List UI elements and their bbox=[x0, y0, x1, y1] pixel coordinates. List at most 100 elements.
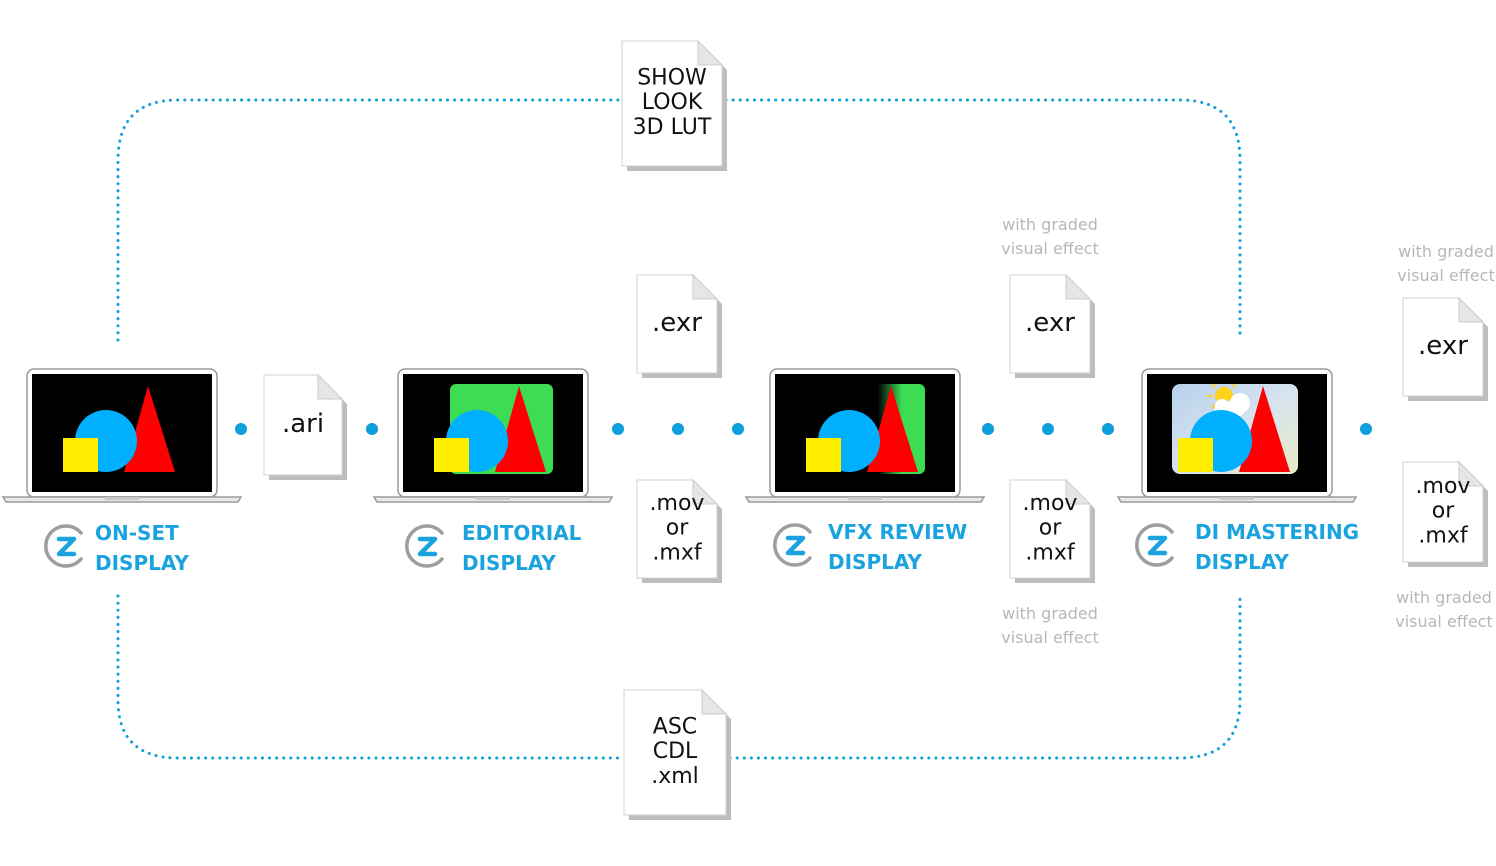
station-3: DI MASTERING DISPLAY bbox=[1135, 520, 1359, 574]
connector-dot bbox=[672, 423, 684, 435]
file-fold bbox=[1458, 296, 1485, 323]
display-laptops bbox=[1, 368, 1358, 503]
station-2: VFX REVIEW DISPLAY bbox=[773, 520, 967, 574]
station-0: ON-SET DISPLAY bbox=[44, 521, 189, 575]
note-line: with graded bbox=[1002, 215, 1098, 234]
file-label: or bbox=[666, 516, 689, 541]
station-label-line2: DISPLAY bbox=[462, 551, 556, 575]
file-page bbox=[621, 40, 723, 167]
file-label: .mov bbox=[650, 491, 705, 516]
z-logo-icon bbox=[44, 524, 83, 568]
file-label: or bbox=[1039, 516, 1062, 541]
file-label: .mxf bbox=[652, 540, 702, 565]
asc-cdl-loop bbox=[116, 594, 1242, 760]
square-shape bbox=[1178, 438, 1213, 472]
station-label-line2: DISPLAY bbox=[95, 551, 189, 575]
show-look-loop bbox=[116, 98, 1242, 342]
file-label: .exr bbox=[652, 308, 702, 338]
laptop-notch bbox=[476, 497, 510, 500]
station-label-line2: DISPLAY bbox=[828, 550, 922, 574]
file-fold bbox=[1065, 273, 1092, 300]
connector-dot bbox=[982, 423, 994, 435]
file-fold bbox=[692, 478, 719, 505]
graded-note: with graded visual effect bbox=[1395, 588, 1493, 631]
graded-notes: with graded visual effect with graded visua… bbox=[1001, 215, 1495, 647]
graded-note: with graded visual effect bbox=[1001, 604, 1099, 647]
file-label: or bbox=[1432, 499, 1455, 524]
laptop-di-mastering bbox=[1116, 368, 1358, 503]
file-fold bbox=[692, 273, 719, 300]
file-label: SHOW bbox=[637, 66, 707, 91]
connector-dot bbox=[235, 423, 247, 435]
file-exr: .exr bbox=[636, 273, 722, 378]
station-label-line1: DI MASTERING bbox=[1195, 520, 1359, 544]
file-label: .mov bbox=[1023, 491, 1078, 516]
z-logo-icon bbox=[773, 523, 812, 567]
square-shape bbox=[434, 438, 469, 472]
connector-dot bbox=[612, 423, 624, 435]
z-logo-icon bbox=[1135, 523, 1174, 567]
triangle-shape bbox=[1239, 386, 1290, 472]
laptop-notch bbox=[105, 497, 139, 500]
z-logo-icon bbox=[405, 524, 444, 568]
file-fold bbox=[1458, 460, 1485, 487]
note-line: visual effect bbox=[1395, 612, 1493, 631]
pipeline-connectors bbox=[235, 423, 1372, 435]
connector-dot bbox=[366, 423, 378, 435]
graded-note: with graded visual effect bbox=[1397, 242, 1495, 285]
triangle-shape bbox=[124, 386, 175, 472]
station-label-line1: ON-SET bbox=[95, 521, 179, 545]
file-fold bbox=[317, 373, 344, 400]
file-label: .mxf bbox=[1025, 540, 1075, 565]
file-page bbox=[1402, 461, 1484, 563]
note-line: visual effect bbox=[1001, 239, 1099, 258]
sun-cloud-icon bbox=[1207, 384, 1250, 420]
connector-dot bbox=[1042, 423, 1054, 435]
laptop-on-set bbox=[1, 368, 243, 503]
note-line: with graded bbox=[1398, 242, 1494, 261]
connector-dot bbox=[1102, 423, 1114, 435]
station-labels: ON-SET DISPLAY EDITORIAL DISPLAY VFX REVIEW D… bbox=[44, 520, 1359, 575]
file-ari: .ari bbox=[263, 373, 347, 480]
file-label: .exr bbox=[1418, 331, 1468, 361]
station-label-line1: EDITORIAL bbox=[462, 521, 582, 545]
file-exr: .exr bbox=[1009, 273, 1095, 378]
file-label: .mxf bbox=[1418, 523, 1468, 548]
note-line: visual effect bbox=[1001, 628, 1099, 647]
file-page bbox=[263, 374, 343, 476]
square-shape bbox=[63, 438, 98, 472]
note-line: with graded bbox=[1396, 588, 1492, 607]
file-label: ASC bbox=[653, 715, 697, 740]
graded-note: with graded visual effect bbox=[1001, 215, 1099, 258]
file-label: CDL bbox=[653, 739, 698, 764]
note-line: visual effect bbox=[1397, 266, 1495, 285]
laptop-notch bbox=[848, 497, 882, 500]
laptop-vfx-review bbox=[744, 368, 986, 503]
laptop-editorial bbox=[372, 368, 614, 503]
laptop-notch bbox=[1220, 497, 1254, 500]
file-label: LOOK bbox=[642, 90, 703, 115]
file-label: .xml bbox=[651, 764, 699, 789]
connector-dot bbox=[732, 423, 744, 435]
file-exr: .exr bbox=[1402, 296, 1488, 401]
triangle-shape bbox=[495, 386, 546, 472]
file-label: .exr bbox=[1025, 308, 1075, 338]
file-label: .ari bbox=[282, 409, 324, 439]
file-page bbox=[623, 689, 727, 816]
triangle-shape bbox=[867, 386, 918, 472]
file-label: 3D LUT bbox=[633, 115, 712, 140]
file-fold bbox=[701, 688, 728, 715]
station-label-line1: VFX REVIEW bbox=[828, 520, 967, 544]
connector-dot bbox=[1360, 423, 1372, 435]
station-1: EDITORIAL DISPLAY bbox=[405, 521, 582, 575]
station-label-line2: DISPLAY bbox=[1195, 550, 1289, 574]
file-fold bbox=[697, 39, 724, 66]
note-line: with graded bbox=[1002, 604, 1098, 623]
file-label: .mov bbox=[1416, 474, 1471, 499]
